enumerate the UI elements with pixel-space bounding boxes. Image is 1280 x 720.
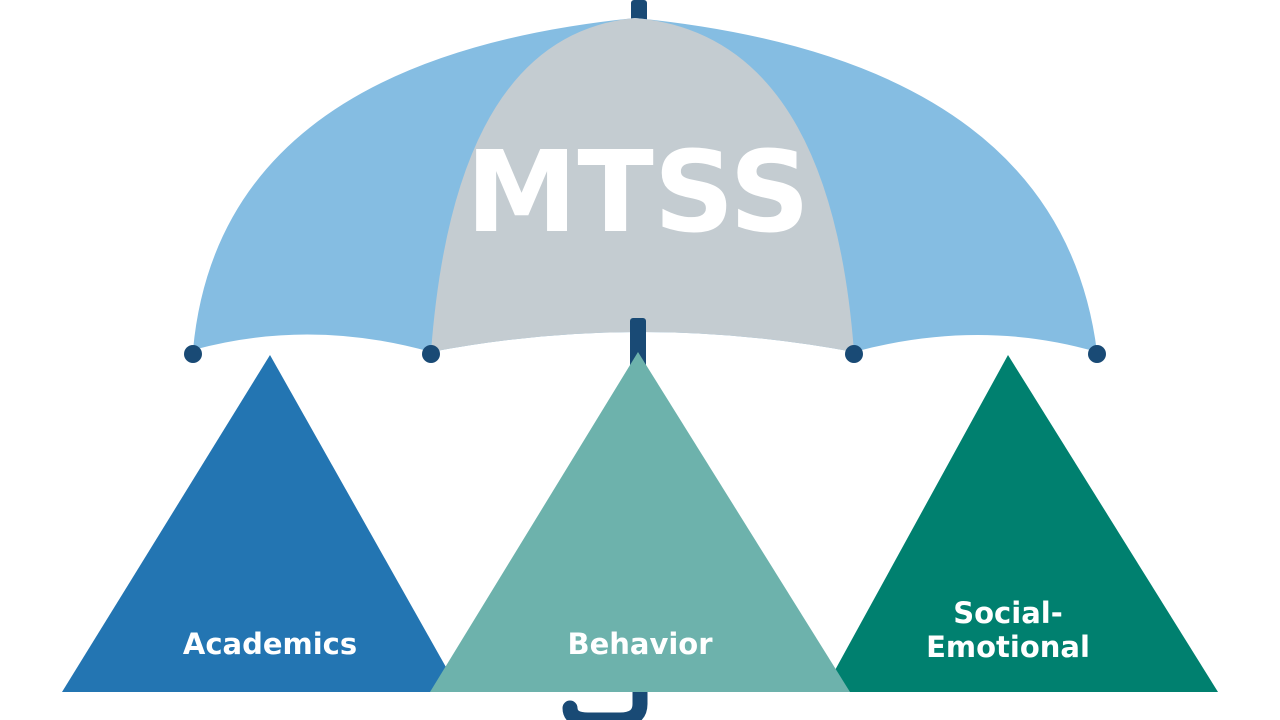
umbrella-handle: [562, 680, 648, 720]
social-emotional-label-line-2: Emotional: [926, 630, 1090, 664]
pillar-behavior: Behavior: [430, 352, 850, 692]
behavior-label: Behavior: [567, 627, 713, 661]
umbrella-middle-shaft: [630, 318, 646, 368]
umbrella-top-shaft: [631, 0, 647, 22]
canopy-center-panel: [431, 18, 854, 352]
canopy-tip-dot: [845, 345, 863, 363]
academics-triangle: [62, 355, 460, 692]
canopy-tip-dot: [422, 345, 440, 363]
diagram-title: MTSS: [466, 128, 810, 258]
pillar-academics: Academics: [62, 355, 460, 692]
academics-label: Academics: [183, 627, 357, 661]
umbrella-canopy: [193, 18, 1097, 352]
canopy-tip-dot: [184, 345, 202, 363]
canopy-tip-dot: [1088, 345, 1106, 363]
pillar-social-emotional: Social- Emotional: [823, 355, 1218, 692]
behavior-triangle: [430, 352, 850, 692]
social-emotional-triangle: [823, 355, 1218, 692]
social-emotional-label-line-1: Social-: [953, 596, 1063, 630]
